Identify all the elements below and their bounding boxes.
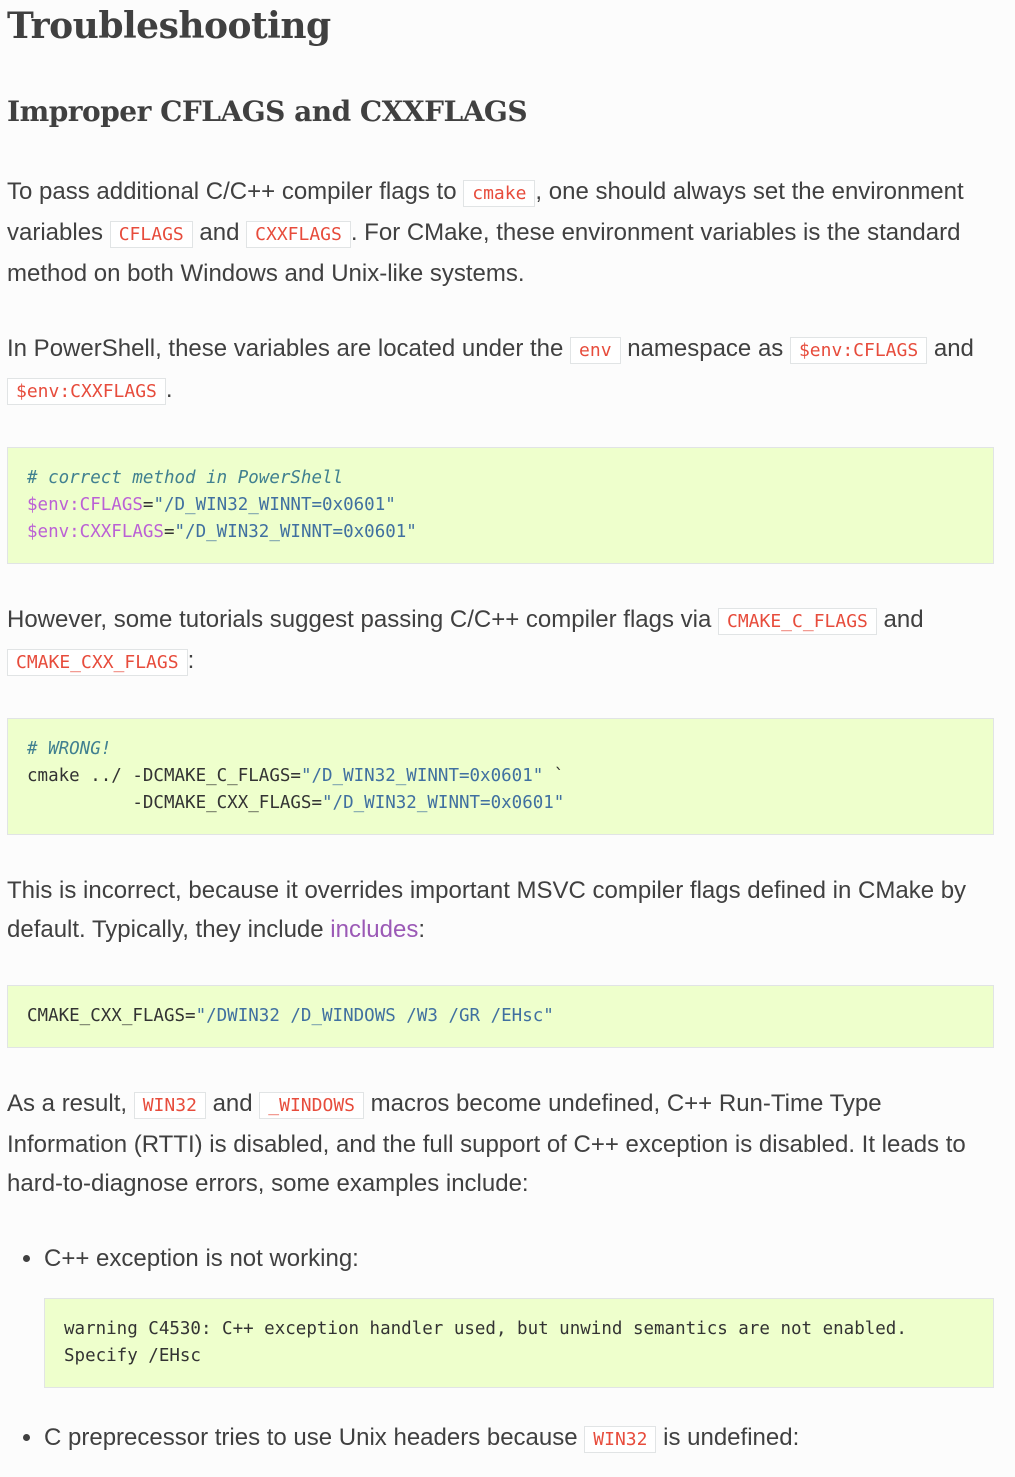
paragraph: In PowerShell, these variables are locat… — [7, 329, 994, 411]
code-line: -DCMAKE_CXX_FLAGS="/D_WIN32_WINNT=0x0601… — [27, 793, 564, 813]
section-title: Improper CFLAGS and CXXFLAGS — [7, 95, 528, 128]
text: macros become undefined, C++ Run-Time Ty… — [7, 1090, 966, 1197]
paragraph: This is incorrect, because it overrides … — [7, 871, 994, 949]
text: $env:CXXFLAGS — [27, 522, 164, 542]
text: . For CMake, these environment variables… — [7, 219, 961, 287]
text: : — [418, 916, 426, 943]
page-title: Troubleshooting — [7, 5, 331, 47]
text: This is incorrect, because it overrides … — [7, 877, 967, 943]
inline-code: env — [570, 337, 621, 364]
text: # WRONG! — [27, 739, 112, 759]
text: and — [192, 219, 247, 246]
text: CMAKE_CXX_FLAGS= — [27, 1006, 196, 1026]
code-block: warning C4530: C++ exception handler use… — [44, 1298, 994, 1388]
code-line: Specify /EHsc — [64, 1346, 201, 1366]
inline-code: CMAKE_C_FLAGS — [718, 608, 877, 635]
examples-list: C++ exception is not working: warning C4… — [7, 1239, 994, 1459]
list-item: C++ exception is not working: warning C4… — [44, 1239, 994, 1388]
paragraph: However, some tutorials suggest passing … — [7, 600, 994, 682]
inline-code: WIN32 — [584, 1426, 657, 1453]
text: "/D_WIN32_WINNT=0x0601" — [322, 793, 565, 813]
text: As a result, — [7, 1090, 134, 1117]
text: ` — [543, 766, 565, 786]
text: = — [142, 495, 154, 515]
code-line: $env:CXXFLAGS="/D_WIN32_WINNT=0x0601" — [27, 522, 417, 542]
inline-code: $env:CFLAGS — [789, 337, 928, 364]
text: # correct method in PowerShell — [27, 468, 344, 488]
text: warning C4530: C++ exception handler use… — [64, 1319, 907, 1339]
code-line: warning C4530: C++ exception handler use… — [64, 1319, 907, 1339]
text: -DCMAKE_CXX_FLAGS= — [27, 793, 323, 813]
text: cmake ../ -DCMAKE_C_FLAGS= — [27, 766, 301, 786]
text: "/D_WIN32_WINNT=0x0601" — [300, 766, 544, 786]
inline-code: cmake — [463, 180, 536, 207]
text: = — [163, 522, 175, 542]
inline-code: $env:CXXFLAGS — [7, 378, 166, 405]
inline-code: WIN32 — [133, 1092, 206, 1119]
inline-code: CFLAGS — [109, 221, 193, 248]
text: Specify /EHsc — [64, 1346, 201, 1366]
text: C++ exception is not working: — [44, 1245, 359, 1272]
text: C preprecessor tries to use Unix headers… — [44, 1424, 585, 1451]
text: . — [165, 376, 173, 403]
text: namespace as — [620, 335, 790, 362]
text: In PowerShell, these variables are locat… — [7, 335, 571, 362]
code-block: # WRONG! cmake ../ -DCMAKE_C_FLAGS="/D_W… — [7, 718, 994, 835]
inline-code: _WINDOWS — [259, 1092, 364, 1119]
text: "/D_WIN32_WINNT=0x0601" — [153, 495, 396, 515]
code-line: CMAKE_CXX_FLAGS="/DWIN32 /D_WINDOWS /W3 … — [27, 1006, 554, 1026]
code-line: $env:CFLAGS="/D_WIN32_WINNT=0x0601" — [27, 495, 396, 515]
text: $env:CFLAGS — [27, 495, 143, 515]
code-line: # WRONG! — [27, 739, 111, 759]
text: and — [927, 335, 974, 362]
code-line: # correct method in PowerShell — [27, 468, 343, 488]
text: and — [205, 1090, 260, 1117]
text: To pass additional C/C++ compiler flags … — [7, 178, 464, 205]
text: and — [876, 606, 924, 633]
text: is undefined: — [656, 1424, 800, 1451]
code-block: CMAKE_CXX_FLAGS="/DWIN32 /D_WINDOWS /W3 … — [7, 985, 994, 1048]
text: "/D_WIN32_WINNT=0x0601" — [174, 522, 417, 542]
paragraph: As a result, WIN32 and _WINDOWS macros b… — [7, 1084, 994, 1203]
code-line: cmake ../ -DCMAKE_C_FLAGS="/D_WIN32_WINN… — [27, 766, 564, 786]
code-block: # correct method in PowerShell $env:CFLA… — [7, 447, 994, 564]
inline-code: CMAKE_CXX_FLAGS — [7, 649, 188, 676]
list-item: C preprecessor tries to use Unix headers… — [44, 1418, 994, 1459]
paragraph: To pass additional C/C++ compiler flags … — [7, 172, 994, 293]
text: : — [187, 647, 195, 674]
text: , one should always set the environment … — [7, 178, 964, 246]
link[interactable]: includes — [330, 916, 419, 943]
inline-code: CXXFLAGS — [246, 221, 351, 248]
text: However, some tutorials suggest passing … — [7, 606, 718, 633]
text: "/DWIN32 /D_WINDOWS /W3 /GR /EHsc" — [195, 1006, 554, 1026]
